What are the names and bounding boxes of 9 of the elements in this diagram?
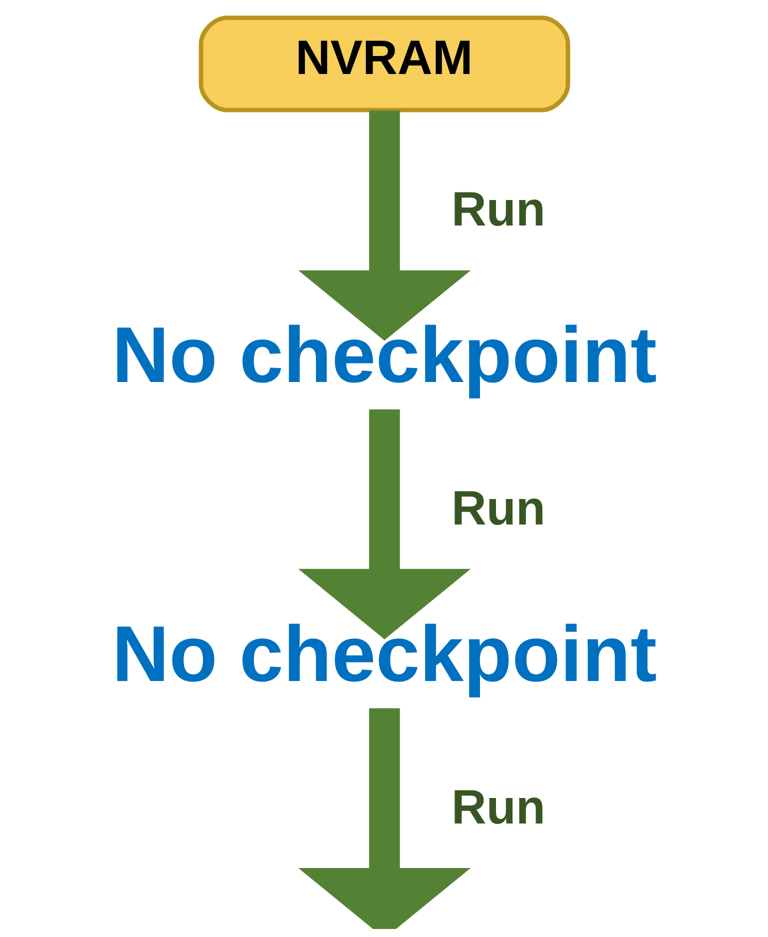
node-text: No checkpoint <box>112 608 656 698</box>
arrow <box>298 708 470 928</box>
node-box: NVRAM <box>198 15 570 112</box>
arrow <box>298 110 470 340</box>
arrow <box>298 408 470 639</box>
edge-label: Run <box>451 182 545 236</box>
edge-label: Run <box>451 480 545 535</box>
node-text: No checkpoint <box>112 310 656 399</box>
edge-label: Run <box>451 780 545 834</box>
